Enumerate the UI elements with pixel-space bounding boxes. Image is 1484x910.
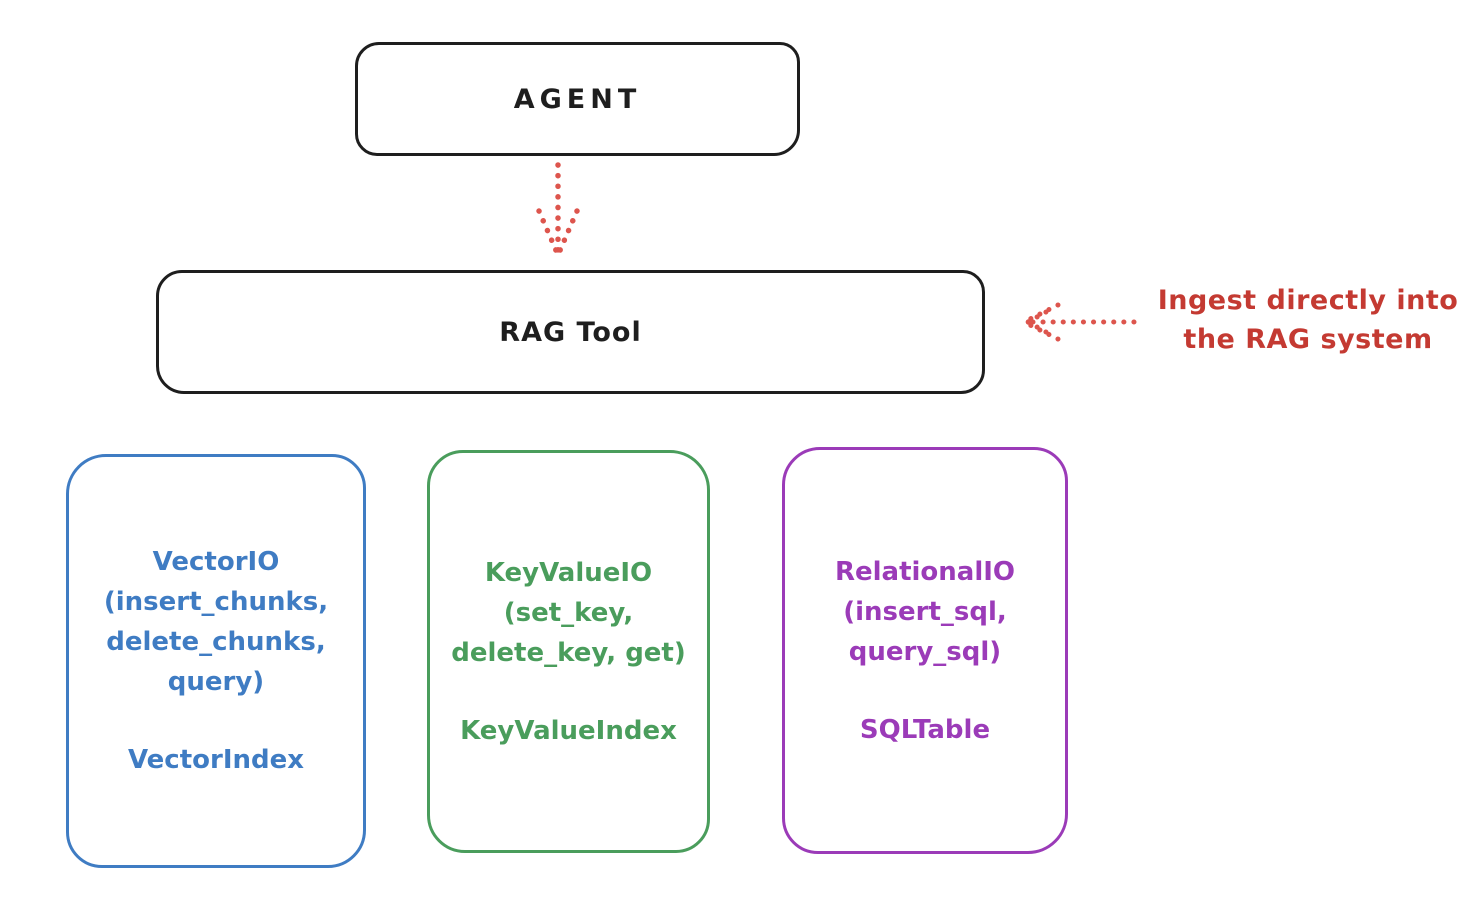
rag-tool-label: RAG Tool (499, 316, 642, 348)
relational-io-line: (insert_sql, (843, 596, 1007, 627)
down-arrow-icon (536, 162, 580, 258)
key-value-io-line: KeyValueIO (484, 557, 653, 588)
ingest-annotation: Ingest directly into the RAG system (1138, 281, 1478, 359)
agent-node: AGENT (355, 42, 800, 156)
key-value-index-label: KeyValueIndex (460, 715, 677, 746)
ingest-annotation-line1: Ingest directly into (1157, 285, 1459, 316)
vector-io-line: VectorIO (152, 547, 280, 577)
key-value-io-line: delete_key, get) (451, 637, 686, 668)
relational-io-node: RelationalIO (insert_sql, query_sql) SQL… (782, 447, 1068, 854)
left-arrow-icon (1021, 302, 1137, 342)
vector-io-line: query) (167, 667, 265, 697)
vector-index-label: VectorIndex (127, 745, 305, 775)
ingest-annotation-line2: the RAG system (1183, 324, 1433, 355)
vector-io-line: (insert_chunks, (103, 587, 329, 617)
relational-io-line: RelationalIO (834, 556, 1016, 587)
agent-label: AGENT (513, 83, 642, 115)
vector-io-line: delete_chunks, (106, 627, 326, 657)
sql-table-label: SQLTable (859, 714, 991, 745)
vector-io-node: VectorIO (insert_chunks, delete_chunks, … (66, 454, 366, 868)
key-value-io-line: (set_key, (503, 597, 634, 628)
key-value-io-node: KeyValueIO (set_key, delete_key, get) Ke… (427, 450, 710, 853)
relational-io-line: query_sql) (848, 636, 1002, 667)
rag-tool-node: RAG Tool (156, 270, 985, 394)
